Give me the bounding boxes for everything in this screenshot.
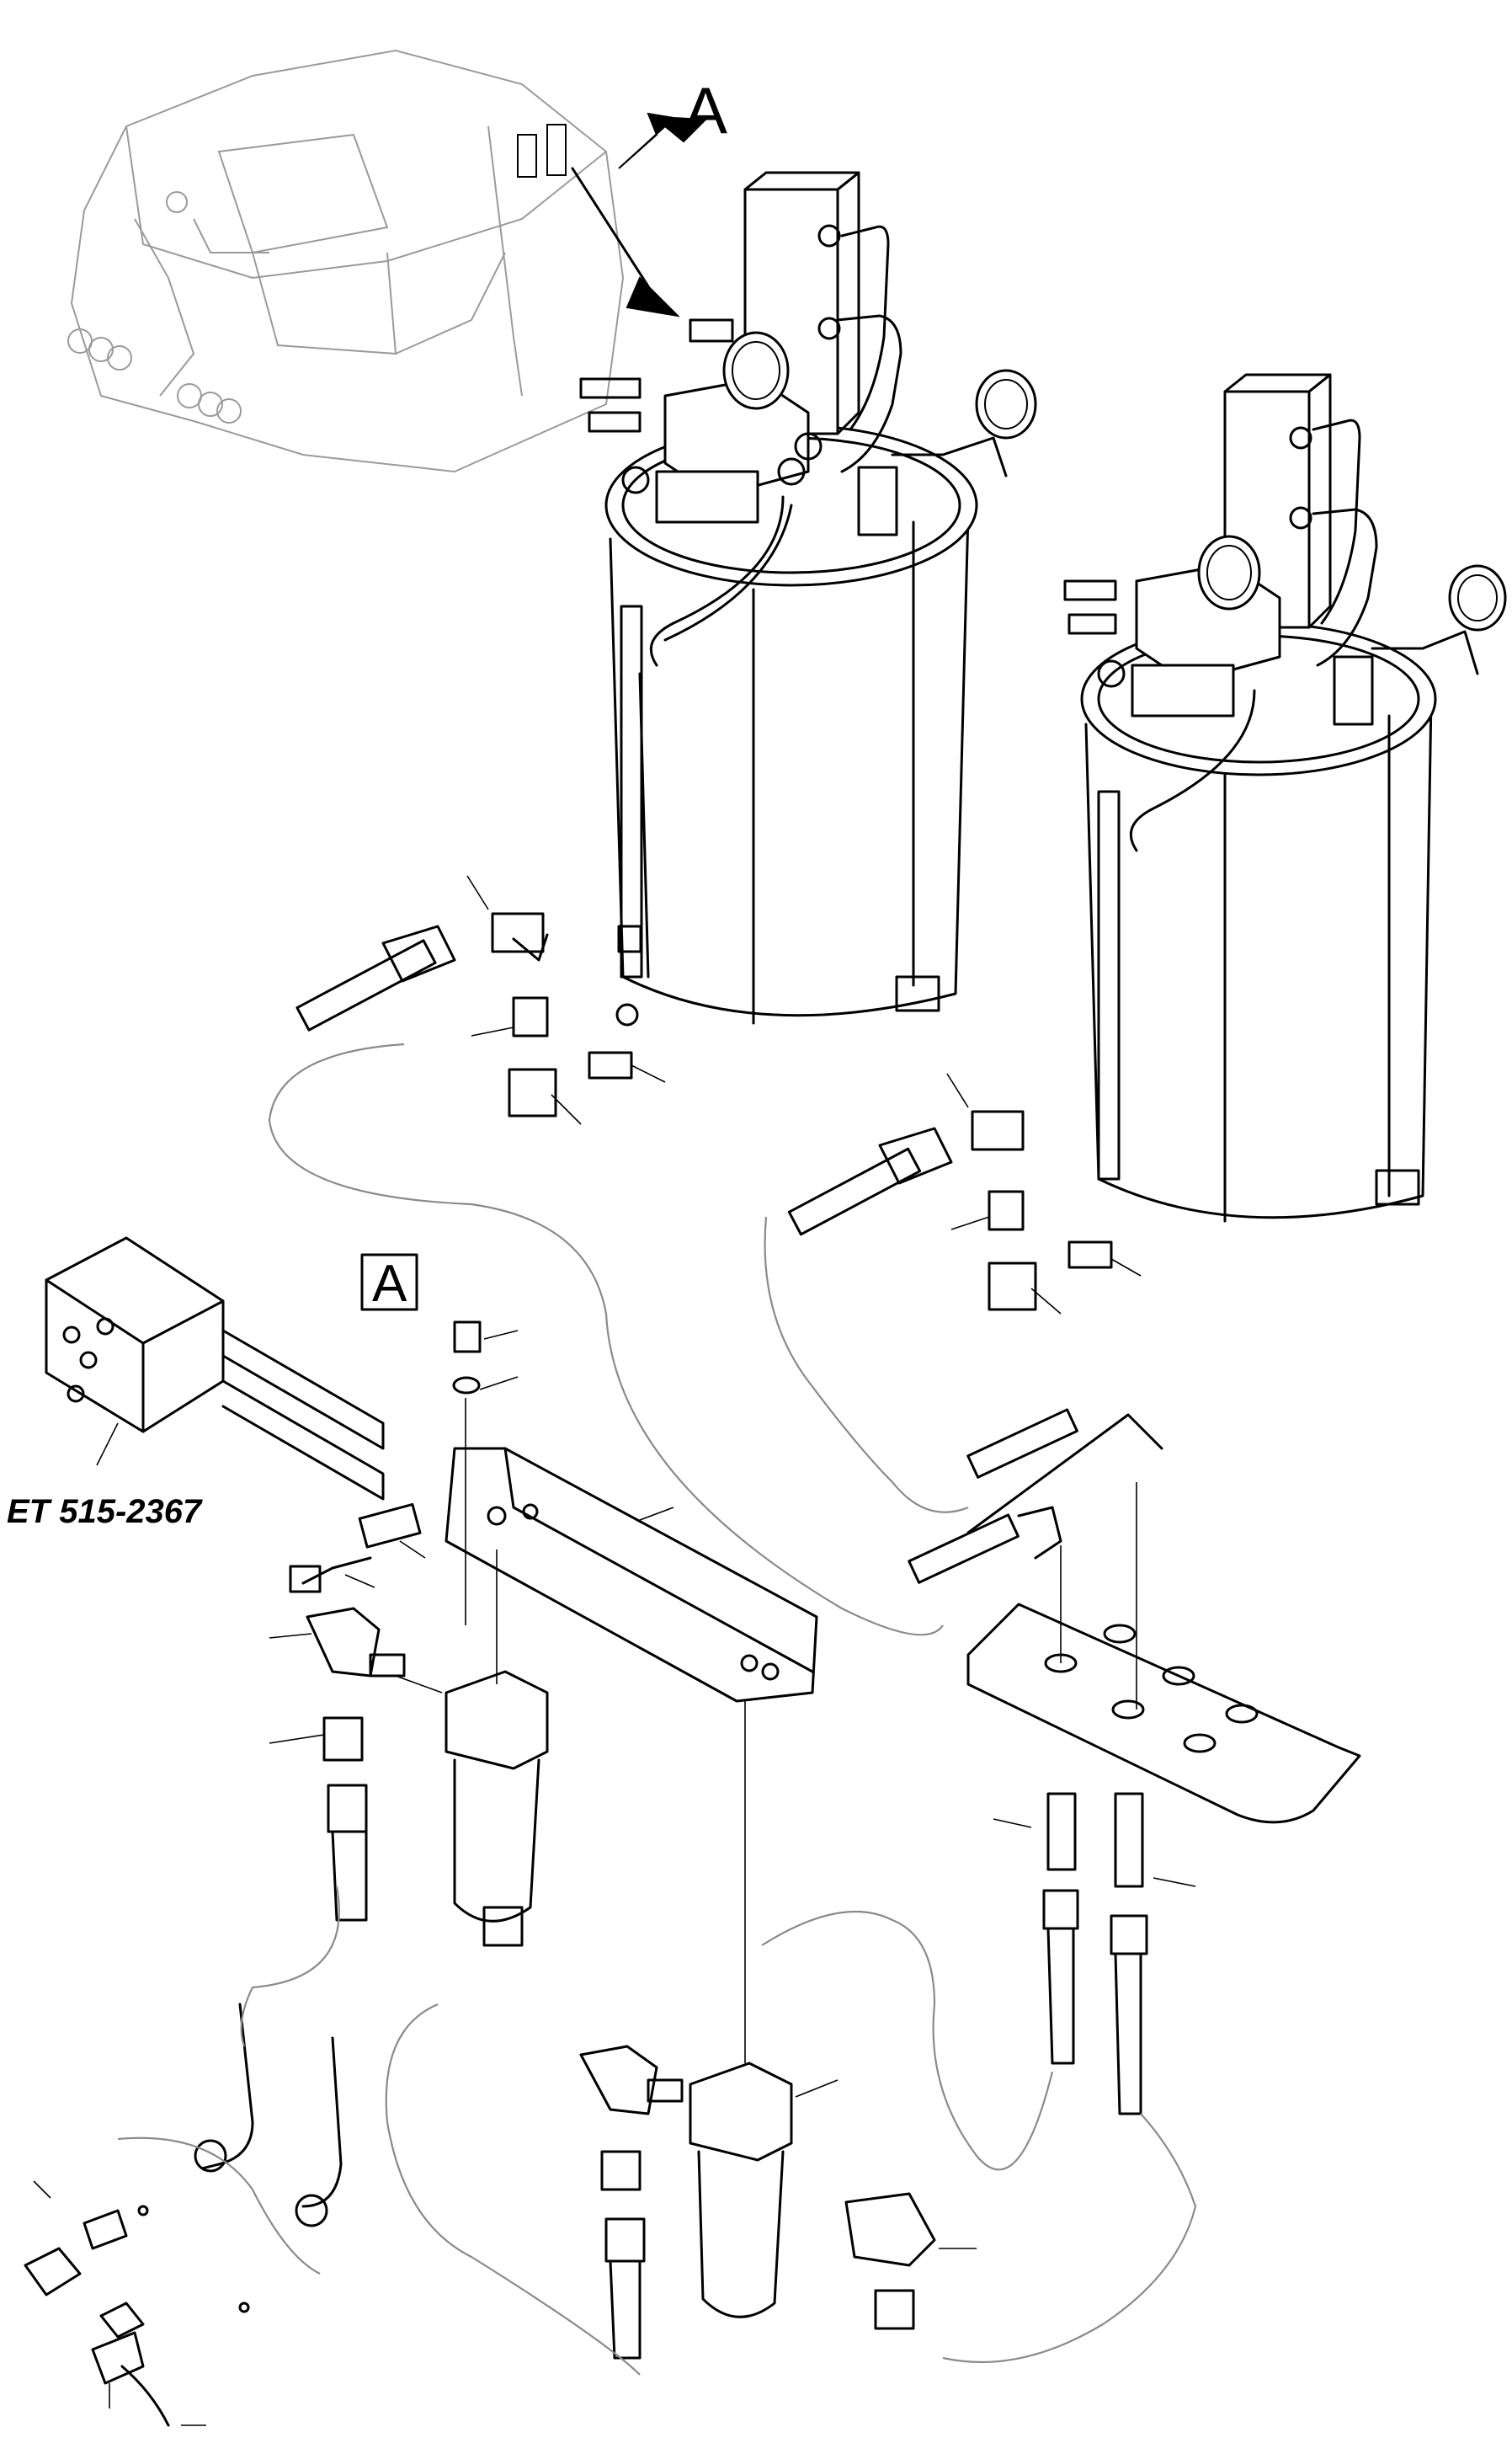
detail-a-box: A bbox=[360, 1253, 418, 1313]
lube-pump-unit-1 bbox=[579, 171, 1037, 1025]
unit-1-outlet-fittings bbox=[295, 875, 666, 1125]
machine-overview bbox=[67, 49, 625, 473]
bulkhead-plate bbox=[908, 1408, 1361, 2115]
callout-a-label: A bbox=[684, 73, 727, 147]
control-box: ET 515-2367 bbox=[7, 1236, 385, 1530]
lube-pump-unit-2 bbox=[1063, 373, 1507, 1223]
callout-a: A bbox=[571, 73, 727, 317]
filter-2 bbox=[579, 1701, 977, 2360]
filter-1 bbox=[269, 1550, 549, 1947]
part-number-label: ET 515-2367 bbox=[7, 1493, 203, 1530]
mounting-bracket bbox=[289, 1320, 818, 1703]
lube-pump-mini-2 bbox=[546, 124, 567, 176]
detail-a-label: A bbox=[372, 1255, 407, 1313]
lower-left-hoses bbox=[24, 2003, 343, 2427]
unit-2-outlet-fittings bbox=[787, 1073, 1142, 1315]
hose-routing bbox=[117, 1043, 1197, 2376]
lube-pump-mini-1 bbox=[517, 134, 537, 178]
